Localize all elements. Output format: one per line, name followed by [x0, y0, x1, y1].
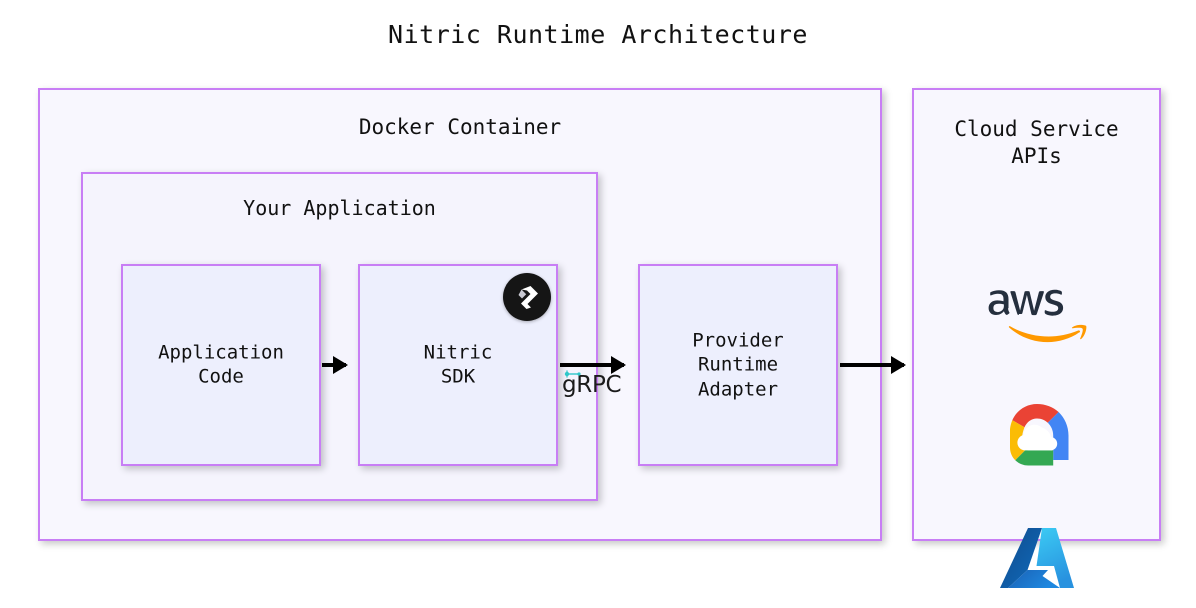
azure-logo-icon [998, 522, 1076, 604]
cloud-service-apis-label: Cloud Service APIs [954, 117, 1119, 168]
node-application-code: Application Code [121, 264, 321, 466]
edge-label-grpc: gRPC [562, 370, 622, 398]
google-cloud-logo-icon [994, 400, 1080, 480]
aws-logo-icon [985, 286, 1089, 348]
page-title: Nitric Runtime Architecture [388, 20, 808, 49]
docker-container-label: Docker Container [358, 115, 562, 139]
arrow-application-code-to-nitric-sdk [322, 363, 346, 367]
arrow-nitric-sdk-to-provider-adapter [560, 363, 624, 367]
node-nitric-sdk-label: Nitric SDK [423, 341, 493, 388]
edge-label-grpc-text: gRPC [562, 372, 622, 398]
node-provider-runtime-adapter: Provider Runtime Adapter [638, 264, 838, 466]
your-application-label: Your Application [243, 196, 436, 220]
cloud-service-apis-group: Cloud Service APIs [912, 88, 1161, 588]
nitric-logo-icon [503, 273, 551, 321]
node-provider-runtime-adapter-label: Provider Runtime Adapter [692, 329, 784, 401]
architecture-diagram: Nitric Runtime Architecture Docker Conta… [0, 0, 1196, 580]
grpc-mark-icon [564, 370, 581, 378]
arrow-provider-adapter-to-cloud-services [840, 363, 904, 367]
node-application-code-label: Application Code [158, 341, 284, 388]
